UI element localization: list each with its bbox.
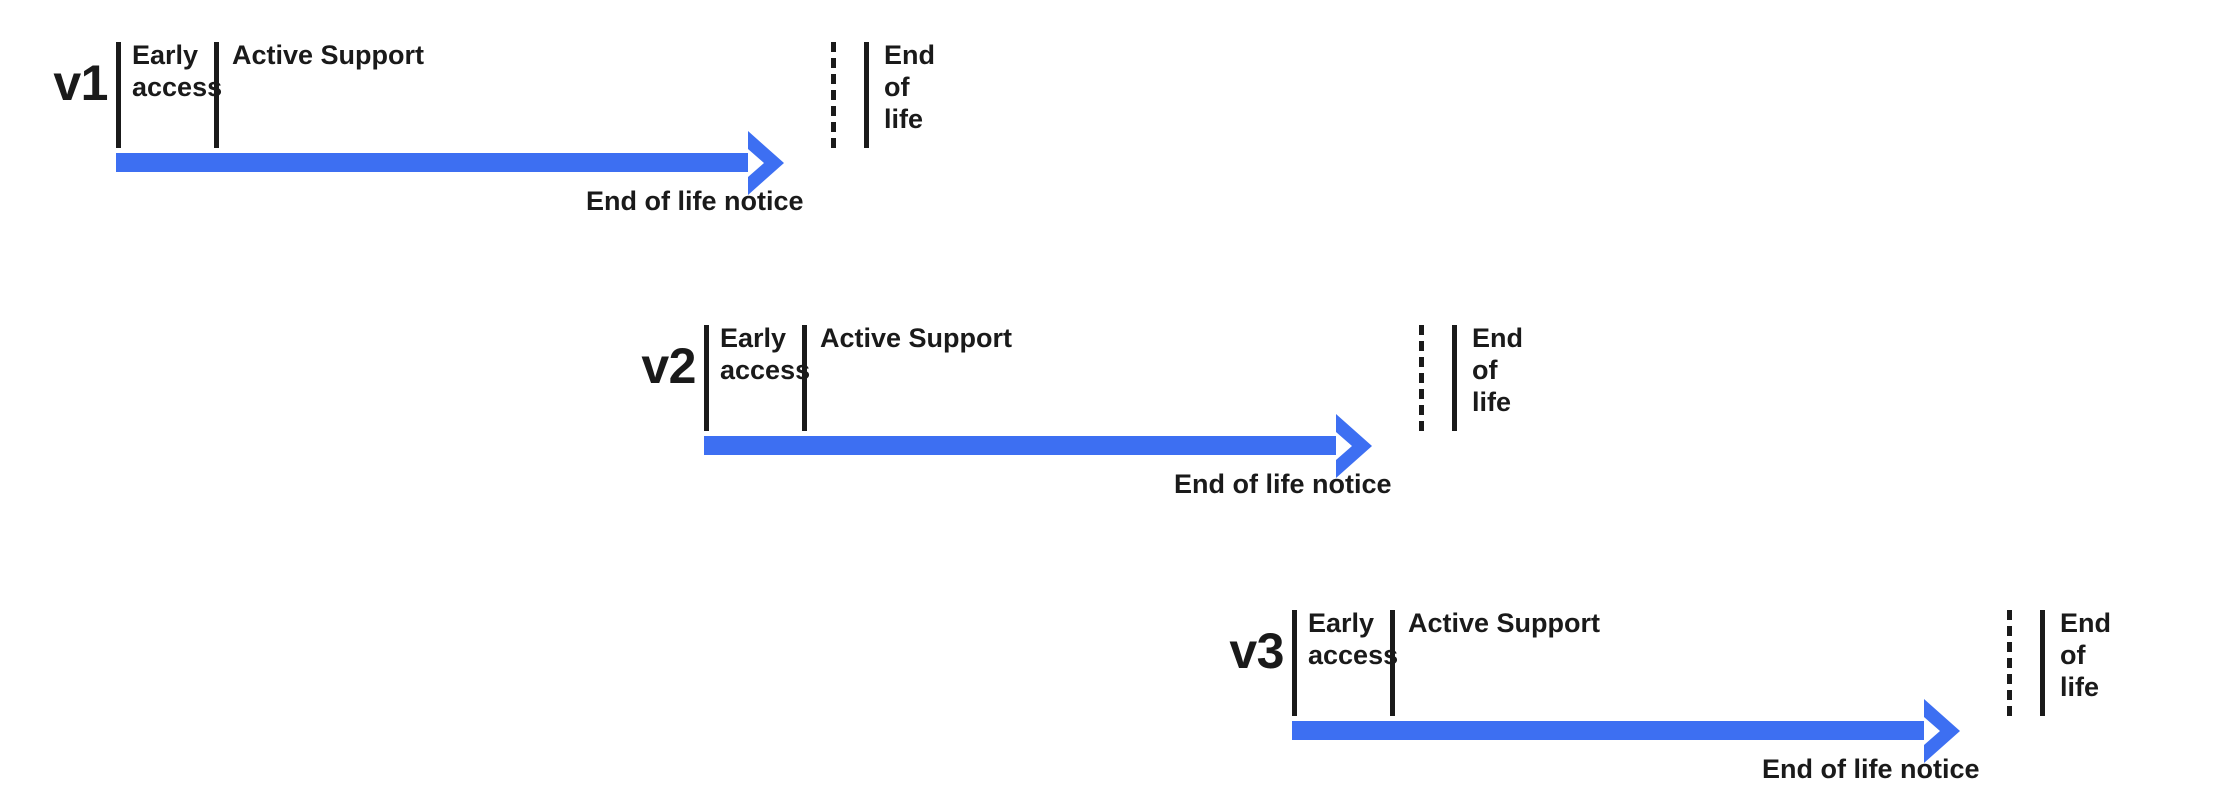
phase-label-v1-1: Active Support <box>232 40 425 70</box>
arrow-right-icon <box>1920 695 1964 767</box>
phase-label-v2-2: End of life <box>1472 323 1523 417</box>
end-of-life-notice-label-v3: End of life notice <box>1762 754 1980 784</box>
phase-divider-v3-0 <box>1292 610 1297 716</box>
phase-divider-v2-0 <box>704 325 709 431</box>
version-label-v1: v1 <box>53 55 108 111</box>
phase-divider-v3-2 <box>2040 610 2045 716</box>
phase-label-v3-1: Active Support <box>1408 608 1601 638</box>
phase-label-v1-0: Early access <box>132 40 223 102</box>
phase-label-v3-0: Early access <box>1308 608 1399 670</box>
lifecycle-bar-v3 <box>1292 721 1924 740</box>
version-label-v3: v3 <box>1229 623 1284 679</box>
phase-label-v1-2: End of life <box>884 40 935 134</box>
version-label-v2: v2 <box>641 338 696 394</box>
phase-label-v2-1: Active Support <box>820 323 1013 353</box>
lifecycle-bar-v1 <box>116 153 748 172</box>
arrow-right-icon <box>1332 410 1376 482</box>
arrow-right-icon <box>744 127 788 199</box>
phase-divider-v2-1 <box>802 325 807 431</box>
end-of-life-notice-label-v2: End of life notice <box>1174 469 1392 499</box>
phase-label-v3-2: End of life <box>2060 608 2111 702</box>
phase-divider-v3-1 <box>1390 610 1395 716</box>
phase-divider-v1-0 <box>116 42 121 148</box>
dashed-divider-icon-v2 <box>1419 325 1424 431</box>
dashed-divider-icon-v3 <box>2007 610 2012 716</box>
dashed-divider-icon-v1 <box>831 42 836 148</box>
phase-divider-v2-2 <box>1452 325 1457 431</box>
end-of-life-notice-label-v1: End of life notice <box>586 186 804 216</box>
phase-label-v2-0: Early access <box>720 323 811 385</box>
phase-divider-v1-2 <box>864 42 869 148</box>
phase-divider-v1-1 <box>214 42 219 148</box>
lifecycle-bar-v2 <box>704 436 1336 455</box>
